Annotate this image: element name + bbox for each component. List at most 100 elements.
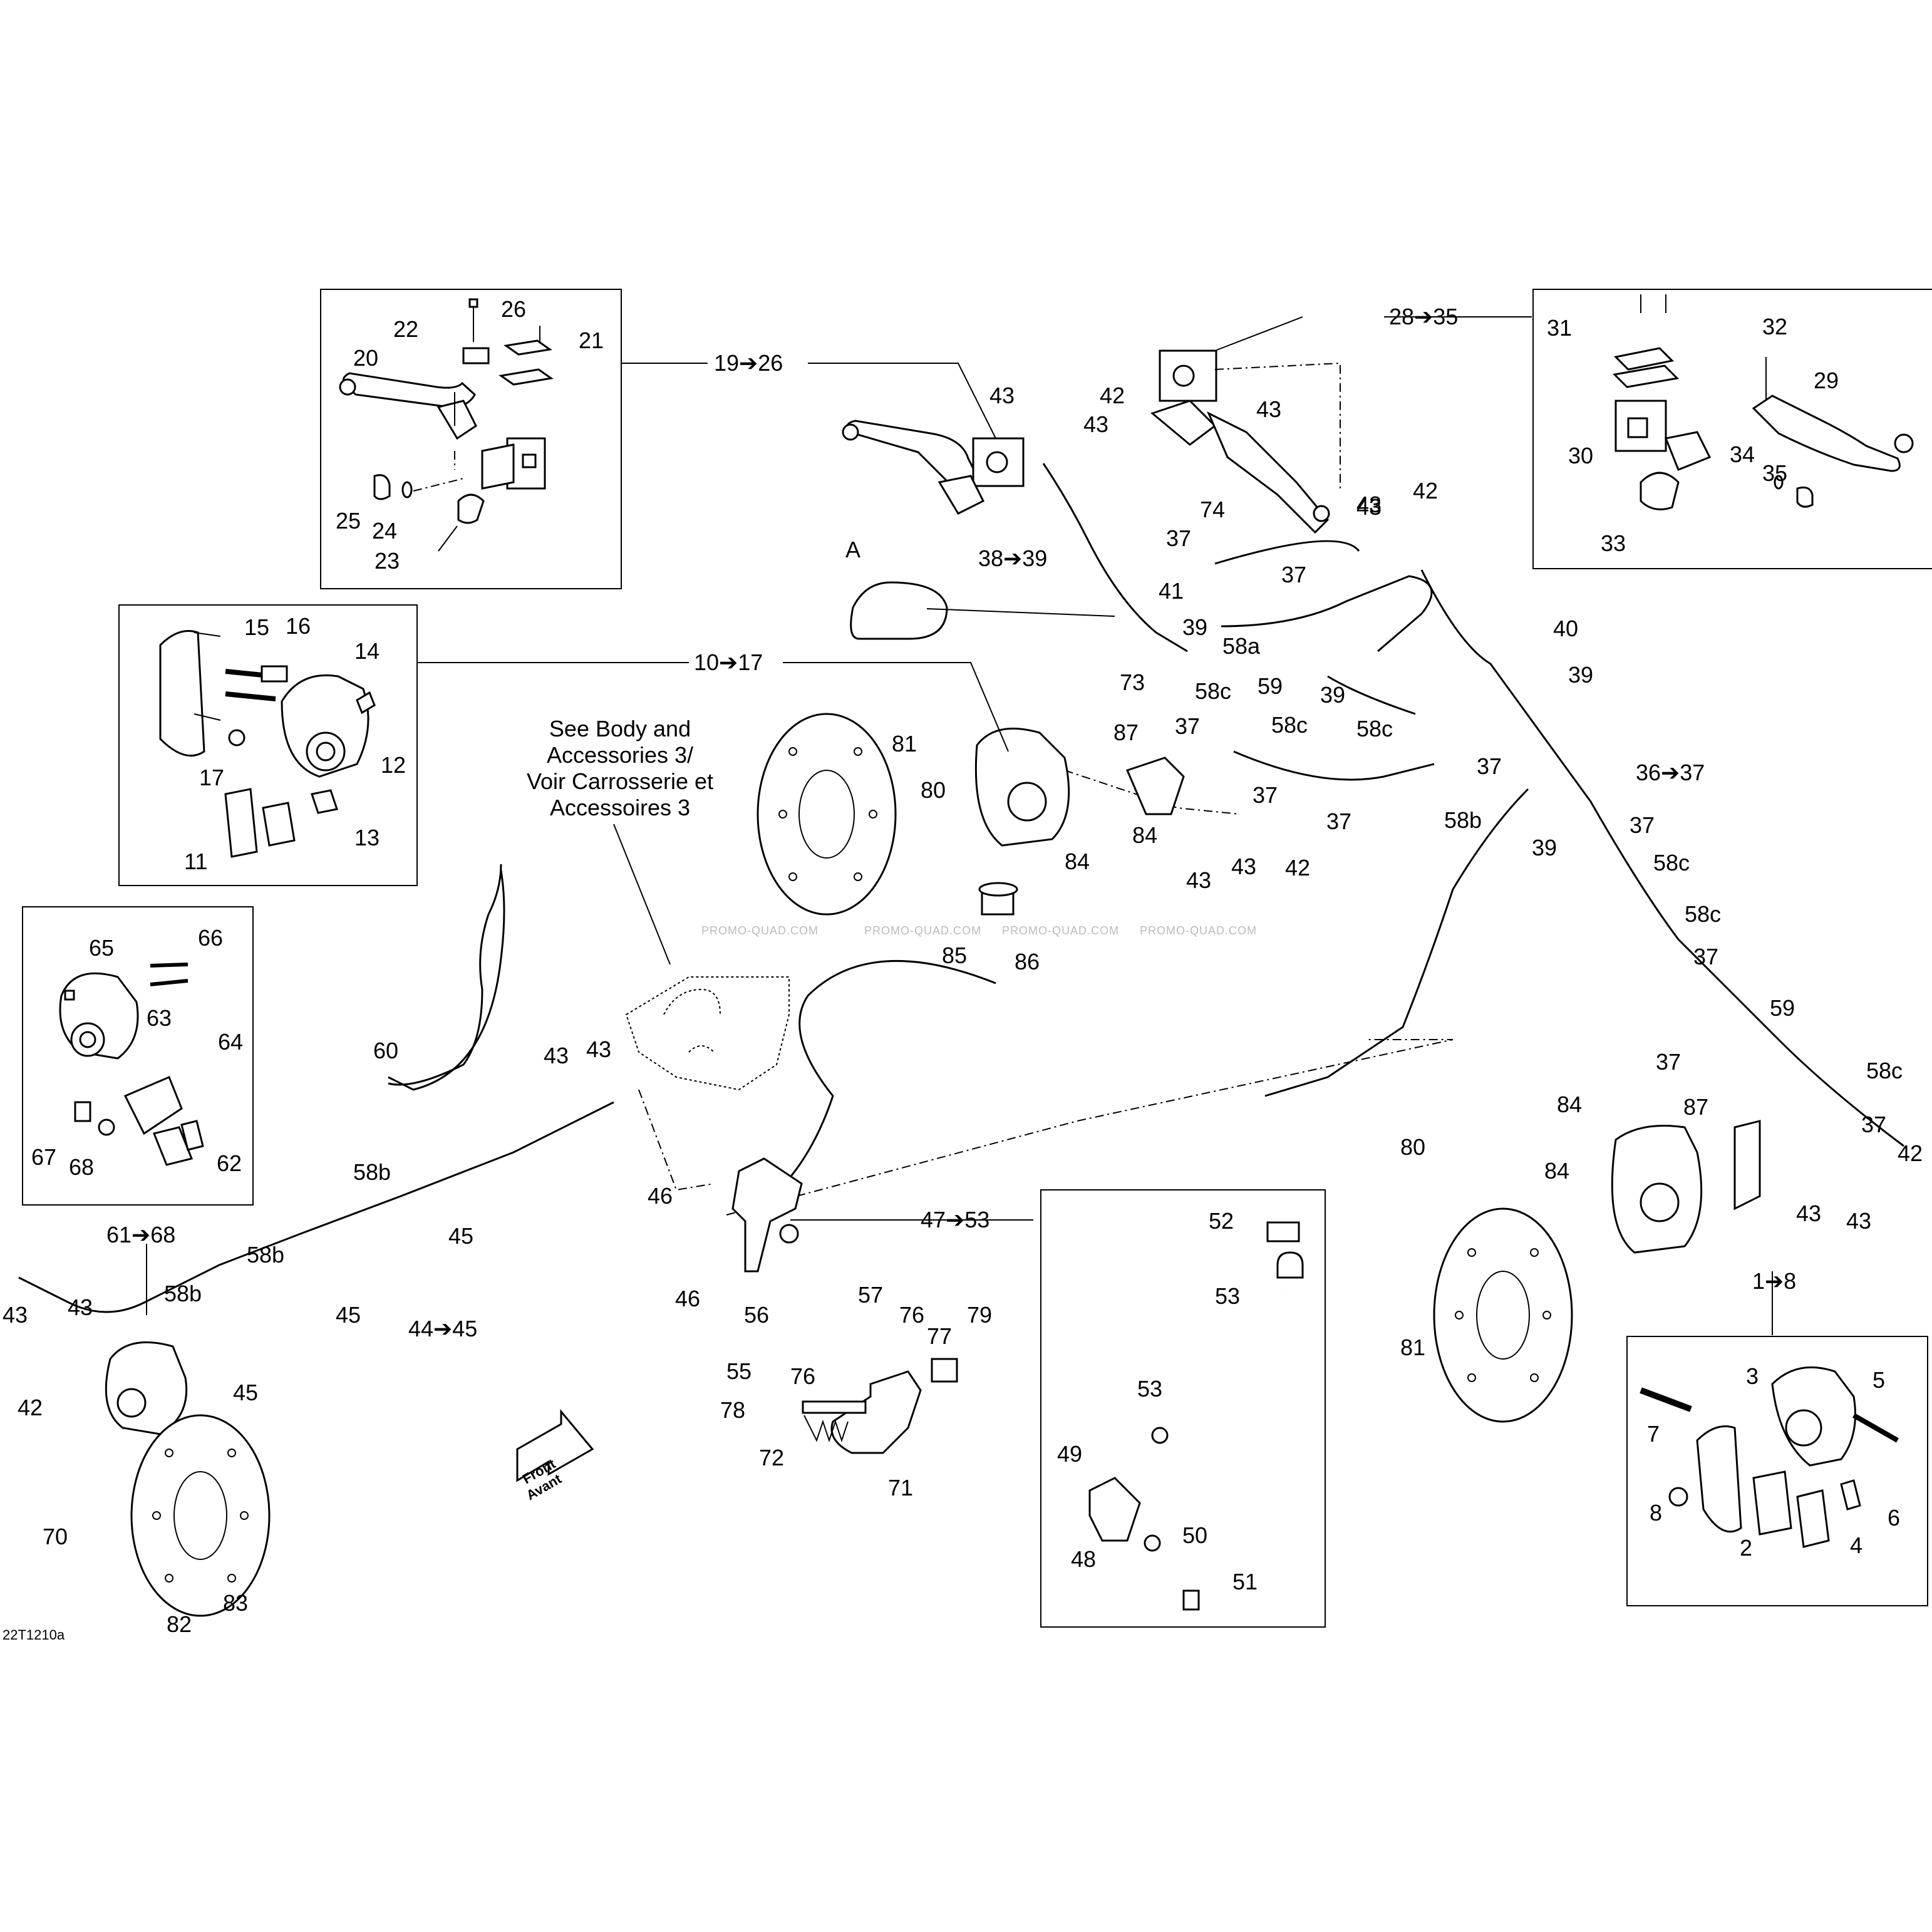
callout-label: 56 <box>744 1302 769 1328</box>
callout-label: 58c <box>1271 712 1308 738</box>
callout-label: 58c <box>1866 1058 1903 1083</box>
callout-label: 43 <box>586 1036 611 1062</box>
callout-label: 30 <box>1568 443 1593 468</box>
callout-label: 45 <box>336 1302 361 1328</box>
callout-label: 50 <box>1182 1522 1207 1548</box>
detail-box-caliper-front-right <box>1626 1336 1928 1606</box>
callout-label: 25 <box>336 508 361 534</box>
callout-label: 39 <box>1320 682 1345 708</box>
callout-label: 84 <box>1065 849 1090 874</box>
watermark-1: PROMO-QUAD.COM <box>701 924 819 937</box>
callout-label: 53 <box>1215 1283 1240 1309</box>
sensor-cable <box>388 864 502 1086</box>
watermark: PROMO-QUAD.COM PROMO-QUAD.COM PROMO-QUAD… <box>701 924 1257 937</box>
callout-label: 79 <box>967 1302 992 1328</box>
callout-label: 34 <box>1730 442 1755 467</box>
detail-a-hose-loop <box>850 581 948 640</box>
disc-front-left <box>757 713 897 916</box>
callout-label: 40 <box>1553 616 1578 641</box>
detail-box-caliper-front-left <box>118 604 418 886</box>
callout-label: 49 <box>1057 1441 1082 1467</box>
note-line-2: Accessories 3/ <box>547 742 693 768</box>
callout-label: 85 <box>942 943 967 968</box>
callout-labels: 20 22 26 21 25 24 23 15 16 14 12 17 11 1… <box>3 296 1923 1637</box>
callout-label: 45 <box>233 1380 258 1405</box>
detail-box-master-right <box>1532 289 1932 569</box>
callout-label: 43 <box>1846 1208 1871 1234</box>
callout-label: 39 <box>1182 614 1207 640</box>
callout-label: 11 <box>184 849 207 874</box>
callout-label: 37 <box>1656 1049 1681 1075</box>
callout-label: 3 <box>1746 1363 1759 1389</box>
callout-label: 57 <box>858 1282 883 1308</box>
label-group-hose-rear: 44➔45 <box>408 1316 477 1341</box>
callout-label: 65 <box>89 935 114 961</box>
callout-label: 84 <box>1132 822 1157 848</box>
callout-label: 81 <box>1400 1335 1425 1360</box>
brake-hoses <box>18 463 1904 1313</box>
callout-label: 37 <box>1326 808 1351 834</box>
caliper-front-left <box>974 727 1185 847</box>
callout-label: 22 <box>393 316 418 342</box>
callout-label: 68 <box>69 1154 94 1180</box>
callout-label: 77 <box>927 1323 952 1349</box>
callout-label: 2 <box>1740 1535 1752 1561</box>
callout-label: 39 <box>1568 662 1593 688</box>
callout-label: 42 <box>18 1395 43 1420</box>
callout-label: 42 <box>1898 1140 1923 1166</box>
note-line-4: Accessoires 3 <box>550 795 690 820</box>
callout-label: 43 <box>1083 411 1108 437</box>
callout-label: 58b <box>164 1281 202 1306</box>
callout-label: 42 <box>1413 478 1438 504</box>
callout-label: 15 <box>244 614 269 640</box>
callout-label: 58a <box>1222 633 1261 659</box>
callout-label: 43 <box>1256 396 1281 422</box>
callout-label: 74 <box>1200 497 1225 522</box>
callout-label: 60 <box>373 1038 398 1063</box>
callout-label: 7 <box>1647 1421 1660 1447</box>
diagram-code: 22T1210a <box>3 1627 65 1643</box>
callout-label: 35 <box>1762 460 1787 486</box>
callout-label: 43 <box>544 1043 569 1068</box>
watermark-4: PROMO-QUAD.COM <box>1140 924 1257 937</box>
callout-label: 58b <box>247 1242 284 1268</box>
label-group-caliper-front-right: 1➔8 <box>1752 1268 1796 1294</box>
callout-label: 33 <box>1601 530 1626 556</box>
body-note: See Body and Accessories 3/ Voir Carross… <box>527 716 713 965</box>
callout-label: 14 <box>354 638 380 664</box>
callout-label: 37 <box>1253 782 1278 808</box>
callout-label: 84 <box>1557 1092 1582 1117</box>
caliper-front-right <box>1611 1120 1761 1254</box>
callout-label: 70 <box>43 1524 68 1549</box>
callout-label: 43 <box>1356 492 1382 517</box>
callout-label: 32 <box>1762 314 1787 339</box>
callout-label: 20 <box>353 345 378 371</box>
master-cylinder-right <box>1150 349 1330 534</box>
label-group-caliper-rear: 61➔68 <box>106 1222 175 1248</box>
callout-label: 73 <box>1120 669 1145 695</box>
watermark-2: PROMO-QUAD.COM <box>864 924 981 937</box>
callout-label: 6 <box>1888 1505 1900 1531</box>
caliper-rear <box>105 1341 188 1435</box>
front-arrow: Front Avant <box>516 1408 594 1503</box>
label-group-caliper-front-left: 10➔17 <box>694 649 763 675</box>
callout-label: 64 <box>218 1029 243 1055</box>
callout-label: 43 <box>3 1302 28 1328</box>
callout-label: 62 <box>217 1150 242 1176</box>
group-leaders <box>146 316 1773 1335</box>
callout-label: 80 <box>921 777 946 803</box>
callout-label: 76 <box>899 1302 924 1328</box>
callout-label: 29 <box>1814 368 1839 393</box>
callout-label: 43 <box>1186 867 1211 893</box>
callout-label: 82 <box>167 1611 192 1637</box>
callout-label: 37 <box>1281 562 1306 587</box>
callout-label: 59 <box>1258 673 1283 699</box>
callout-label: 13 <box>354 825 380 850</box>
callout-label: 37 <box>1477 753 1502 779</box>
callout-label: 58b <box>1444 807 1482 833</box>
callout-label: 58c <box>1653 850 1690 876</box>
callout-label: 87 <box>1683 1094 1708 1120</box>
callout-label: 72 <box>759 1445 784 1470</box>
label-group-master-left: 19➔26 <box>714 350 783 376</box>
